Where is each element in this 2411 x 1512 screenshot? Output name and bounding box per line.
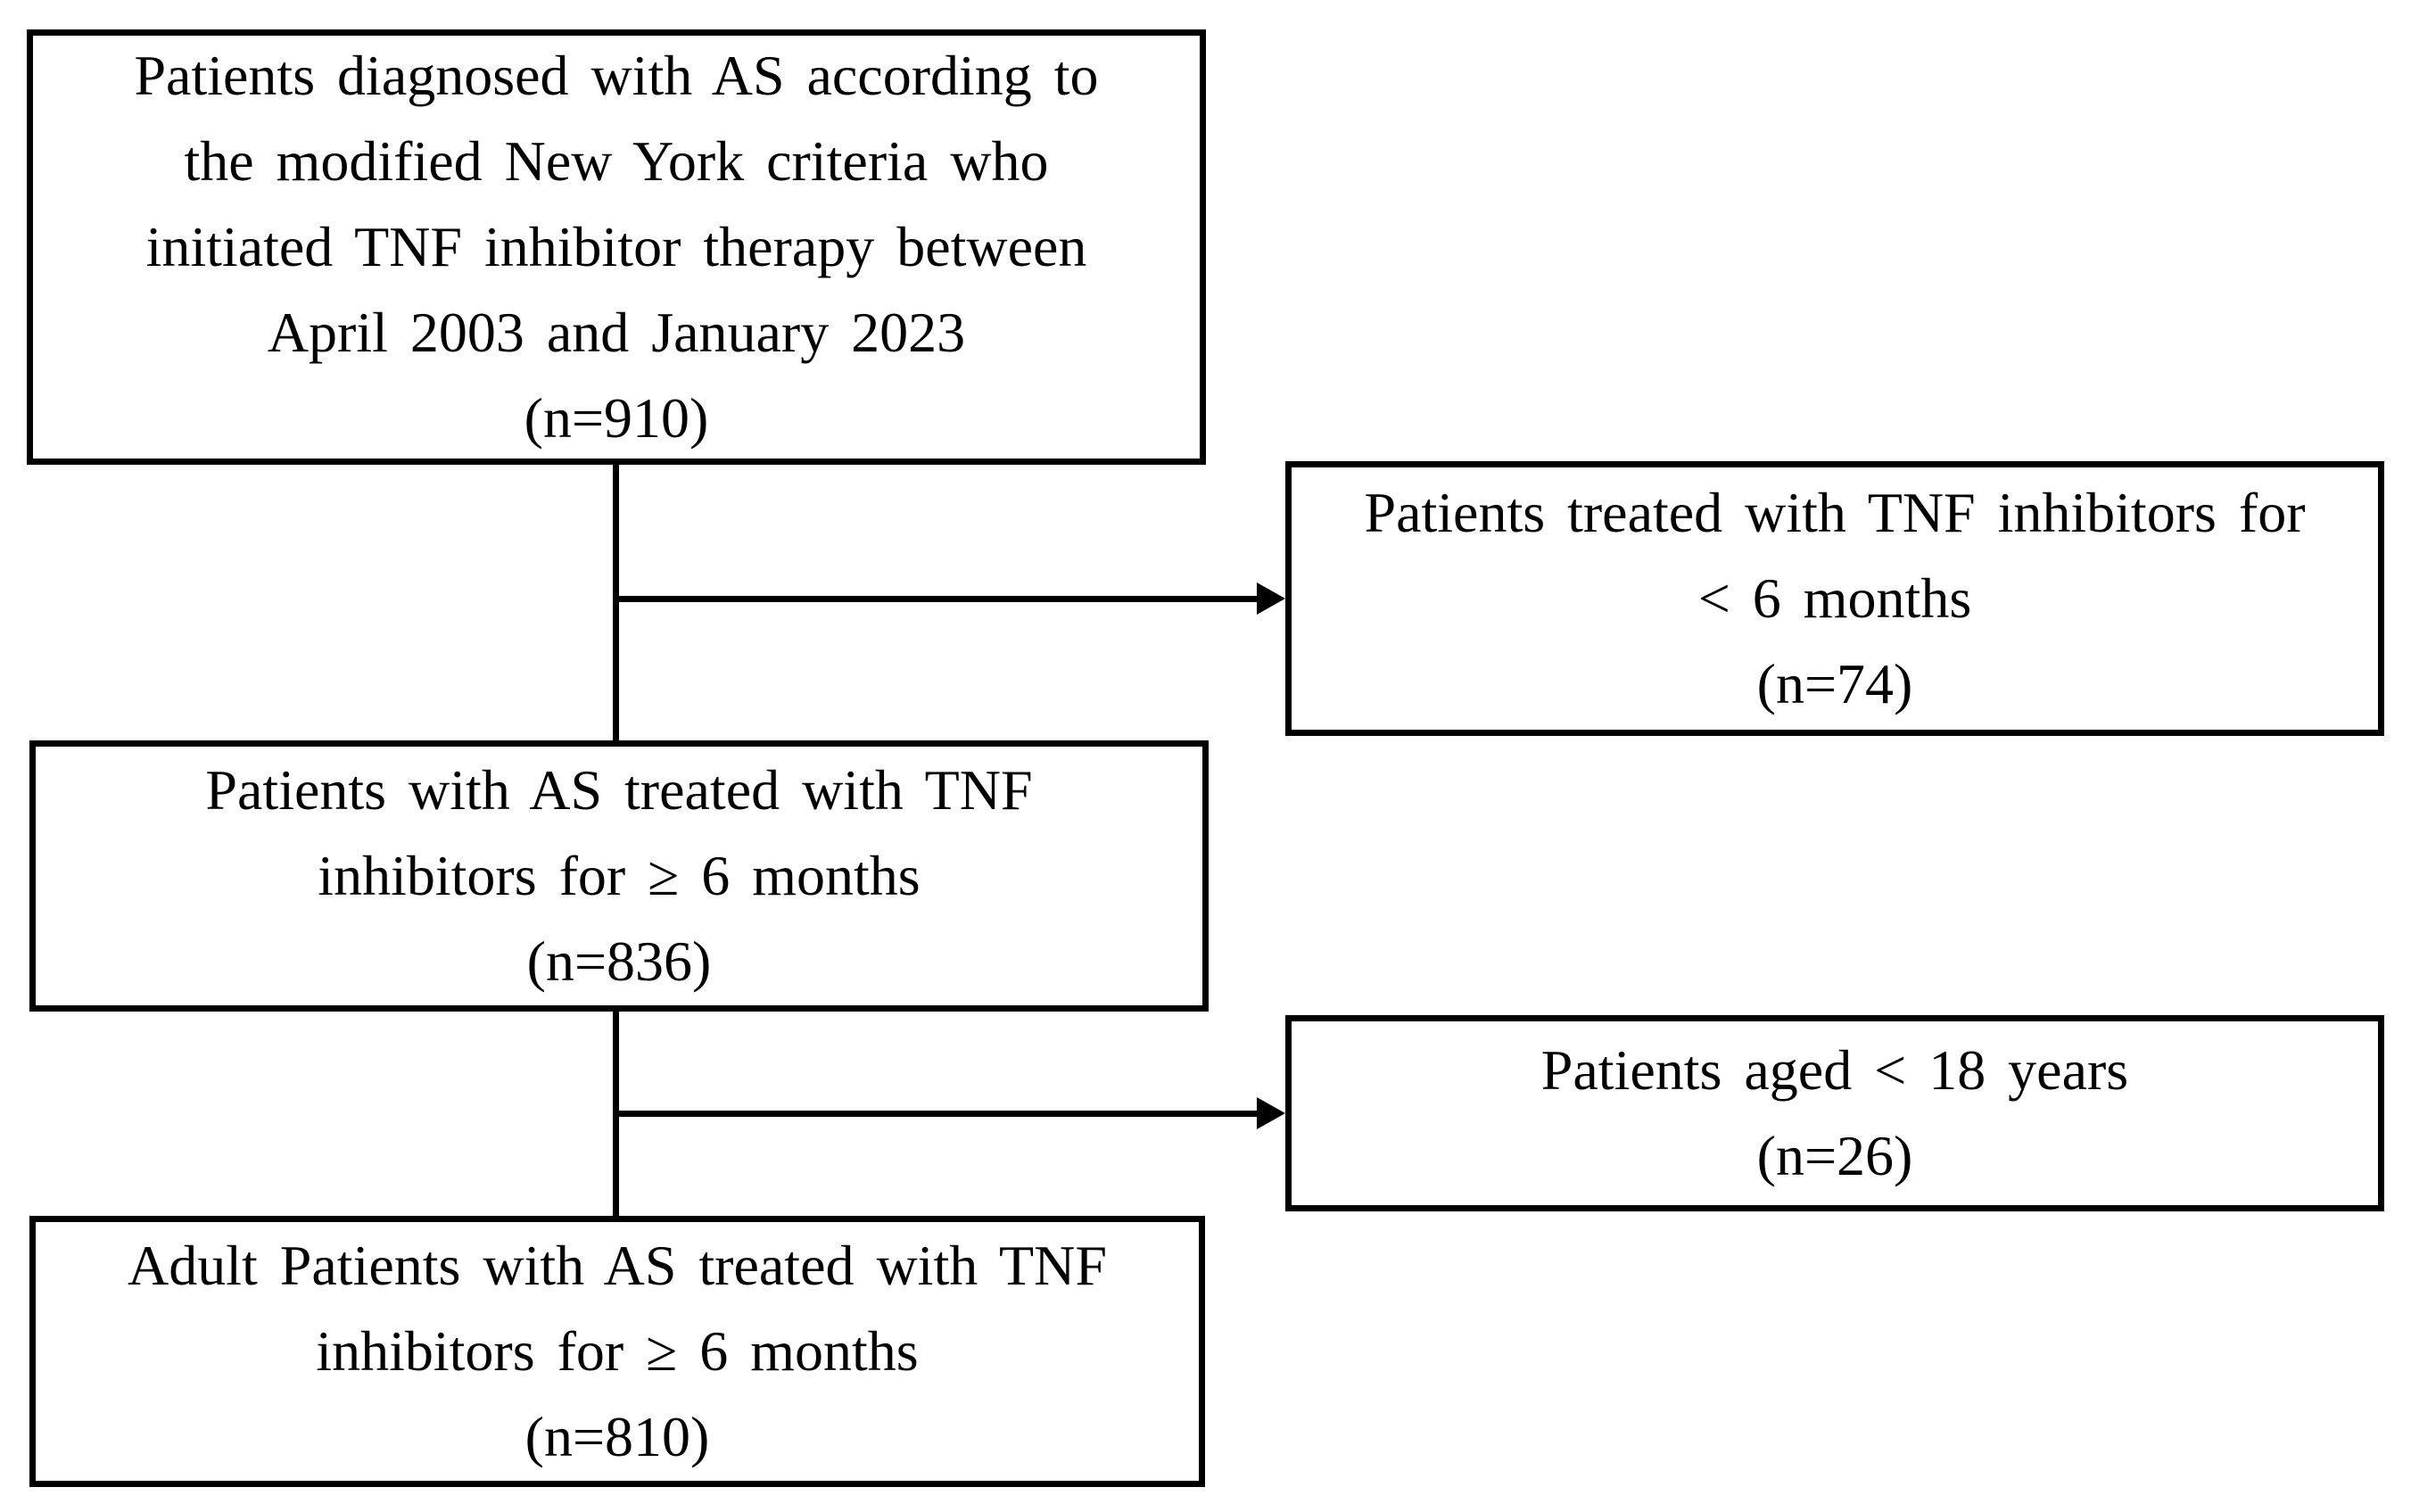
flow-box-adult-treated-ge-6-months: Adult Patients with AS treated with TNF …: [29, 1216, 1205, 1487]
arrowhead-right-icon: [1257, 582, 1285, 615]
box-text-line: < 6 months: [1697, 566, 1972, 630]
box-text-line: Patients diagnosed with AS according to: [134, 44, 1099, 107]
box-count-line: (n=74): [1756, 652, 1913, 715]
box-text-line: inhibitors for ≥ 6 months: [316, 1319, 919, 1383]
box-count-line: (n=810): [524, 1405, 710, 1468]
flow-box-diagnosed-patients: Patients diagnosed with AS according to …: [27, 29, 1206, 465]
box-text-line: initiated TNF inhibitor therapy between: [145, 215, 1087, 278]
box-count-line: (n=26): [1756, 1124, 1913, 1187]
box-count-line: (n=836): [526, 930, 712, 993]
connector-vertical-line-1: [613, 462, 619, 743]
flow-box-treated-ge-6-months: Patients with AS treated with TNF inhibi…: [29, 740, 1209, 1012]
box-text-line: Adult Patients with AS treated with TNF: [128, 1234, 1107, 1297]
box-count-line: (n=910): [524, 386, 709, 450]
box-text-line: Patients treated with TNF inhibitors for: [1364, 481, 2306, 544]
connector-branch-line-2: [616, 1111, 1260, 1117]
connector-vertical-line-2: [613, 1009, 619, 1219]
box-text-line: the modified New York criteria who: [184, 129, 1049, 193]
box-text-line: April 2003 and January 2023: [267, 301, 966, 364]
flow-box-excluded-lt-6-months: Patients treated with TNF inhibitors for…: [1285, 461, 2384, 736]
box-text-line: Patients aged < 18 years: [1540, 1038, 2129, 1102]
box-text-line: inhibitors for ≥ 6 months: [318, 844, 921, 907]
arrowhead-right-icon: [1257, 1097, 1285, 1129]
flow-box-excluded-lt-18-years: Patients aged < 18 years (n=26): [1285, 1015, 2384, 1211]
connector-branch-line-1: [616, 596, 1260, 602]
box-text-line: Patients with AS treated with TNF: [205, 758, 1033, 822]
